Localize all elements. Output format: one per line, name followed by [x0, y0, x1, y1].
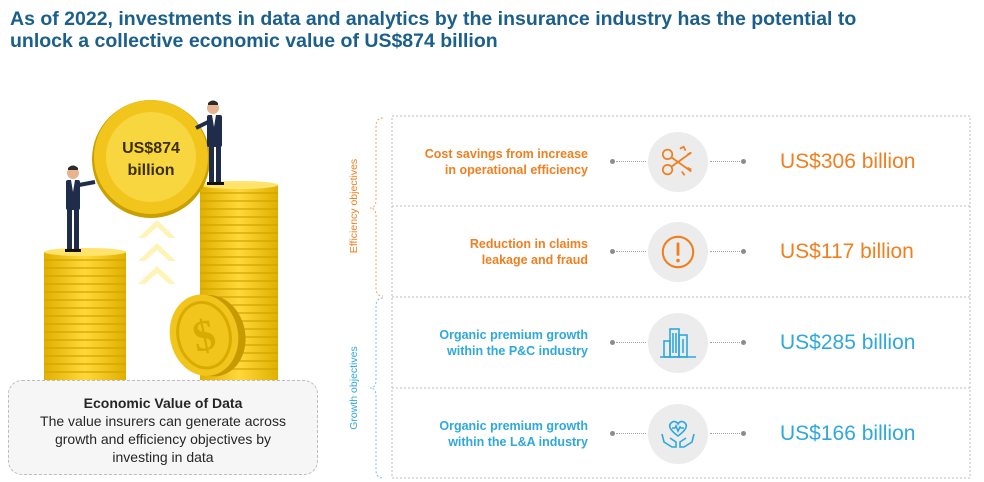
- objective-label-line-2: within the L&A industry: [448, 435, 588, 449]
- objective-row-pc-growth: Organic premium growth within the P&C ind…: [392, 299, 970, 387]
- connector-line: [616, 433, 646, 434]
- objective-row-cost-savings: Cost savings from increase in operational…: [392, 118, 970, 206]
- connector-dot: [741, 340, 746, 345]
- connector-line: [710, 161, 740, 162]
- growth-objectives-label: Growth objectives: [348, 346, 360, 430]
- connector-dot: [741, 159, 746, 164]
- big-coin-amount: US$874: [122, 140, 180, 157]
- growth-bracket: [369, 297, 384, 479]
- efficiency-objectives-label: Efficiency objectives: [348, 158, 360, 254]
- big-coin: US$874 billion: [92, 100, 210, 218]
- objective-value: US$117 billion: [780, 240, 914, 263]
- objective-label: Organic premium growth within the L&A ind…: [392, 390, 588, 478]
- connector-dot: [741, 249, 746, 254]
- objective-label-line-1: Cost savings from increase: [424, 147, 588, 161]
- info-box-text: The value insurers can generate across g…: [40, 413, 286, 465]
- objective-label-line-2: in operational efficiency: [444, 163, 588, 177]
- businessman-right-icon: [195, 100, 224, 185]
- connector-dot: [741, 431, 746, 436]
- connector-line: [616, 342, 646, 343]
- objective-label-line-1: Reduction in claims: [469, 237, 588, 251]
- connector-dot: [610, 159, 615, 164]
- objective-label-line-1: Organic premium growth: [439, 419, 588, 433]
- objective-value: US$285 billion: [780, 331, 916, 354]
- objective-row-la-growth: Organic premium growth within the L&A ind…: [392, 390, 970, 478]
- connector-line: [710, 251, 740, 252]
- dollar-coin-icon: $: [169, 294, 246, 377]
- connector-dot: [610, 340, 615, 345]
- objective-label: Organic premium growth within the P&C ind…: [392, 299, 588, 387]
- connector-dot: [610, 249, 615, 254]
- coin-stacks-illustration: $ US$874 billion: [44, 100, 278, 380]
- exclamation-alert-icon: [661, 235, 695, 269]
- page-title-line-1: As of 2022, investments in data and anal…: [10, 8, 857, 30]
- efficiency-bracket: [369, 117, 384, 297]
- connector-dot: [610, 431, 615, 436]
- objective-value: US$306 billion: [780, 150, 916, 173]
- left-coin-stack: [44, 248, 126, 380]
- connector-line: [616, 161, 646, 162]
- icon-badge: [648, 132, 708, 192]
- objective-label-line-1: Organic premium growth: [439, 328, 588, 342]
- icon-badge: [648, 313, 708, 373]
- scissors-cost-cut-icon: [661, 145, 692, 176]
- connector-line: [616, 251, 646, 252]
- objective-label-line-2: within the P&C industry: [447, 344, 588, 358]
- up-arrows-icon: [138, 220, 176, 284]
- icon-badge: [648, 404, 708, 464]
- connector-line: [710, 342, 740, 343]
- buildings-icon: [660, 328, 696, 358]
- objective-label: Reduction in claims leakage and fraud: [392, 208, 588, 296]
- page-title: As of 2022, investments in data and anal…: [10, 8, 975, 52]
- objective-row-claims-leakage: Reduction in claims leakage and fraud US$…: [392, 208, 970, 296]
- objective-label: Cost savings from increase in operational…: [392, 118, 588, 206]
- objective-value: US$166 billion: [780, 422, 916, 445]
- big-coin-unit: billion: [127, 162, 174, 179]
- objective-label-line-2: leakage and fraud: [481, 253, 588, 267]
- economic-value-info-box: Economic Value of Data The value insurer…: [8, 380, 318, 475]
- icon-badge: [648, 222, 708, 282]
- page-title-line-2: unlock a collective economic value of US…: [10, 30, 498, 52]
- heart-in-hands-icon: [661, 420, 695, 448]
- businessman-left-icon: [65, 165, 96, 252]
- connector-line: [710, 433, 740, 434]
- info-box-title: Economic Value of Data: [83, 395, 243, 411]
